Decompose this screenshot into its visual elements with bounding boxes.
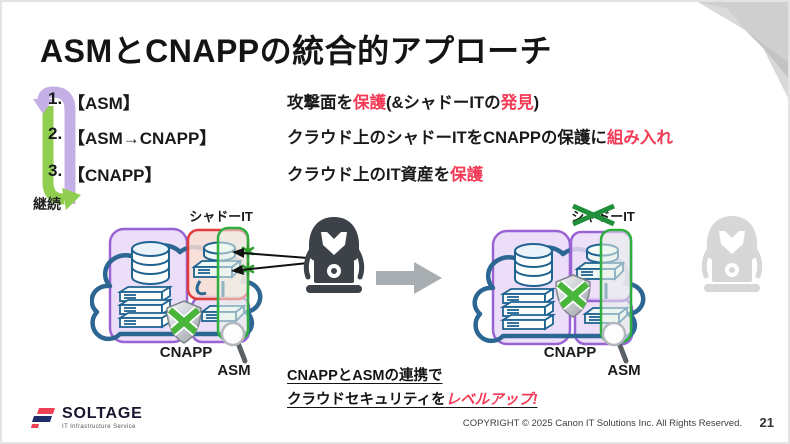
shadow-it-label-left: シャドーIT <box>189 209 253 224</box>
step-term: 【ASM→CNAPP】 <box>68 129 217 148</box>
cloud-outline <box>90 243 263 342</box>
step-desc-2: クラウド上のシャドーITをCNAPPの保護に組み入れ <box>287 129 673 147</box>
callout-line-1: CNAPPとASMの連携で <box>287 368 443 384</box>
step-number: 2. <box>48 124 63 143</box>
step-term: 【CNAPP】 <box>68 166 162 185</box>
asm-magnifier-icon <box>220 321 248 364</box>
database-icon <box>131 241 170 285</box>
page-number: 21 <box>759 415 774 430</box>
soltage-logo-icon <box>31 408 55 428</box>
step-row-1: 1. 【ASM】 <box>48 89 140 115</box>
hacker-icon <box>303 217 365 293</box>
asm-label-right: ASM <box>607 362 641 379</box>
asm-magnifier-icon <box>601 321 629 364</box>
company-logo: SOLTAGE IT Infrastructure Service <box>30 406 143 430</box>
step-row-3: 3. 【CNAPP】 <box>48 161 162 187</box>
cloud-diagram-right <box>472 228 646 364</box>
callout-line-2: クラウドセキュリティをレベルアップ! <box>287 392 538 408</box>
attack-arrows <box>231 248 309 275</box>
transition-arrow-icon <box>376 262 442 294</box>
logo-tagline: IT Infrastructure Service <box>62 424 136 430</box>
step-number: 1. <box>48 89 63 108</box>
server-stack-icon <box>116 285 174 329</box>
cycle-label: 継続 <box>33 196 61 212</box>
strikethrough-x-icon <box>571 203 616 227</box>
cnapp-label-left: CNAPP <box>159 344 213 361</box>
cnapp-shield-icon <box>555 274 591 318</box>
corner-decoration <box>698 2 788 98</box>
logo-text: SOLTAGE <box>62 405 143 422</box>
step-desc-3: クラウド上のIT資産を保護 <box>287 166 484 184</box>
page-title: ASMとCNAPPの統合的アプローチ <box>40 33 553 69</box>
copyright-text: COPYRIGHT © 2025 Canon IT Solutions Inc.… <box>462 418 742 429</box>
step-number: 3. <box>48 161 63 180</box>
faded-hacker-icon <box>701 216 763 292</box>
cloud-outline <box>472 245 646 344</box>
cycle-arrow-icon <box>33 86 81 210</box>
server-stack-icon <box>499 287 557 331</box>
callout-text: CNAPPとASMの連携で クラウドセキュリティをレベルアップ! <box>287 364 537 412</box>
step-row-2: 2. 【ASM→CNAPP】 <box>48 124 216 150</box>
step-term: 【ASM】 <box>68 94 140 113</box>
cnapp-label-right: CNAPP <box>543 344 597 361</box>
cnapp-shield-icon <box>166 300 202 344</box>
step-desc-1: 攻撃面を保護(&シャドーITの発見) <box>287 94 540 112</box>
asm-label-left: ASM <box>217 362 251 379</box>
database-icon <box>514 243 553 287</box>
